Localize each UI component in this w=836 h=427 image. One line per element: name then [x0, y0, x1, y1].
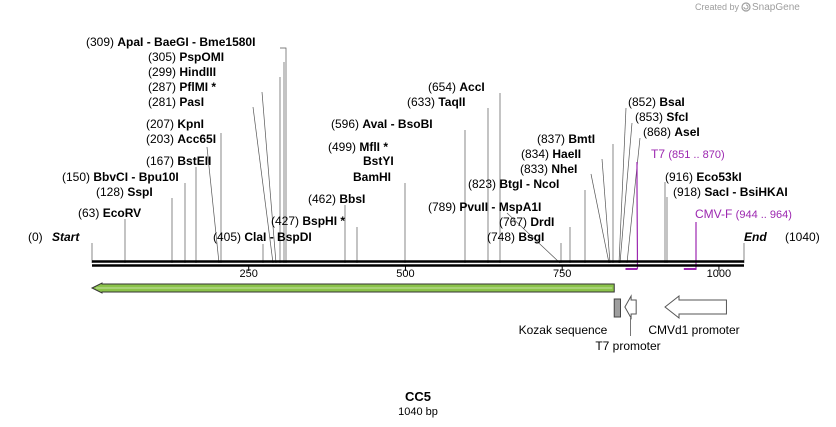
snapgene-logo-icon: [741, 2, 751, 12]
kozak-sequence-label: Kozak sequence: [519, 323, 608, 337]
cmvd1-promoter-label: CMVd1 promoter: [648, 323, 739, 337]
site-label-asei[interactable]: (868) AseI: [643, 125, 700, 139]
leader-apai: [280, 47, 287, 263]
ruler-tick-label: 1000: [707, 268, 731, 280]
site-label-pspomi[interactable]: (305) PspOMI: [148, 50, 224, 64]
site-label-kpni[interactable]: (207) KpnI: [146, 117, 204, 131]
t7-promoter-label: T7 promoter: [595, 339, 660, 353]
leader-asei: [626, 137, 641, 264]
site-label-mfli[interactable]: (499) MflI *: [328, 140, 388, 154]
site-label-pvuii[interactable]: (789) PvuII - MspA1I: [428, 200, 541, 214]
site-label-apai[interactable]: (309) ApaI - BaeGI - Bme1580I: [86, 35, 255, 49]
site-label-nhei[interactable]: (833) NheI: [520, 162, 577, 176]
site-label-pflmi[interactable]: (287) PflMI *: [148, 80, 216, 94]
construct-length: 1040 bp: [398, 406, 438, 418]
primer-label-cmv-f[interactable]: CMV-F (944 .. 964): [695, 207, 792, 221]
primers: T7 (851 .. 870) CMV-F (944 .. 964): [625, 147, 792, 270]
site-label-bsteii[interactable]: (167) BstEII: [146, 154, 211, 168]
site-label-bbvci[interactable]: (150) BbvCI - Bpu10I: [62, 170, 179, 184]
site-label-bbsi[interactable]: (462) BbsI: [308, 192, 365, 206]
leader-haeii: [601, 158, 611, 264]
leader-sfci: [619, 122, 633, 264]
primer-label-t7[interactable]: T7 (851 .. 870): [651, 147, 725, 161]
site-label-bsphi[interactable]: (427) BspHI *: [271, 214, 345, 228]
site-label-sspi[interactable]: (128) SspI: [96, 185, 153, 199]
site-label-sfci[interactable]: (853) SfcI: [635, 110, 688, 124]
end-position: (1040): [785, 230, 820, 244]
credit: Created by SnapGene: [695, 2, 800, 13]
leader-pasi: [252, 106, 274, 264]
ruler-tick-label: 500: [396, 268, 414, 280]
site-label-drdi[interactable]: (767) DrdI: [499, 215, 554, 229]
start-position: (0): [28, 230, 43, 244]
leader-nhei: [590, 173, 610, 264]
site-label-eco53ki[interactable]: (916) Eco53kI: [665, 170, 742, 184]
map-title: CC5 1040 bp: [398, 389, 438, 418]
site-label-bamhi[interactable]: BamHI: [353, 170, 391, 184]
credit-prefix: Created by: [695, 2, 740, 12]
site-label-btgi[interactable]: (823) BtgI - NcoI: [468, 177, 559, 191]
leader-acc65i: [206, 146, 220, 264]
leader-pvuii: [506, 212, 561, 264]
features: Kozak sequence T7 promoter CMVd1 promoter: [90, 282, 740, 353]
start-end-labels: (0) Start End (1040): [28, 230, 820, 244]
site-label-bsgi[interactable]: (748) BsgI: [487, 230, 544, 244]
ruler-tick-label: 750: [553, 268, 571, 280]
cmvd1-promoter-arrow[interactable]: [664, 294, 727, 320]
leader-bsai: [618, 107, 627, 264]
t7-promoter-arrow[interactable]: [624, 294, 637, 320]
end-label: End: [744, 230, 767, 244]
primer-leader: [693, 222, 697, 270]
construct-name: CC5: [405, 389, 431, 404]
site-label-acc65i[interactable]: (203) Acc65I: [146, 132, 216, 146]
site-leaders: [91, 47, 745, 264]
site-label-hindiii[interactable]: (299) HindIII: [148, 65, 216, 79]
ruler: 250 500 750 1000: [240, 266, 731, 280]
site-label-ecorv[interactable]: (63) EcoRV: [78, 206, 141, 220]
site-label-bstyi[interactable]: BstYI: [363, 154, 394, 168]
site-label-saci[interactable]: (918) SacI - BsiHKAI: [673, 185, 788, 199]
kozak-sequence-box[interactable]: [613, 298, 621, 318]
leader-pflmi: [261, 91, 277, 264]
credit-brand: SnapGene: [752, 2, 800, 13]
site-label-avai[interactable]: (596) AvaI - BsoBI: [331, 117, 433, 131]
sequence-backbone: [92, 260, 744, 267]
site-label-bsai[interactable]: (852) BsaI: [628, 95, 685, 109]
start-label: Start: [52, 230, 80, 244]
site-label-taqii[interactable]: (633) TaqII: [407, 95, 465, 109]
site-label-clai[interactable]: (405) ClaI - BspDI: [213, 230, 312, 244]
site-label-pasi[interactable]: (281) PasI: [148, 95, 204, 109]
ruler-tick-label: 250: [240, 268, 258, 280]
site-labels: (309) ApaI - BaeGI - Bme1580I(305) PspOM…: [62, 35, 788, 244]
site-label-acci[interactable]: (654) AccI: [428, 80, 485, 94]
site-label-bmti[interactable]: (837) BmtI: [537, 132, 595, 146]
site-label-haeii[interactable]: (834) HaeII: [521, 147, 581, 161]
